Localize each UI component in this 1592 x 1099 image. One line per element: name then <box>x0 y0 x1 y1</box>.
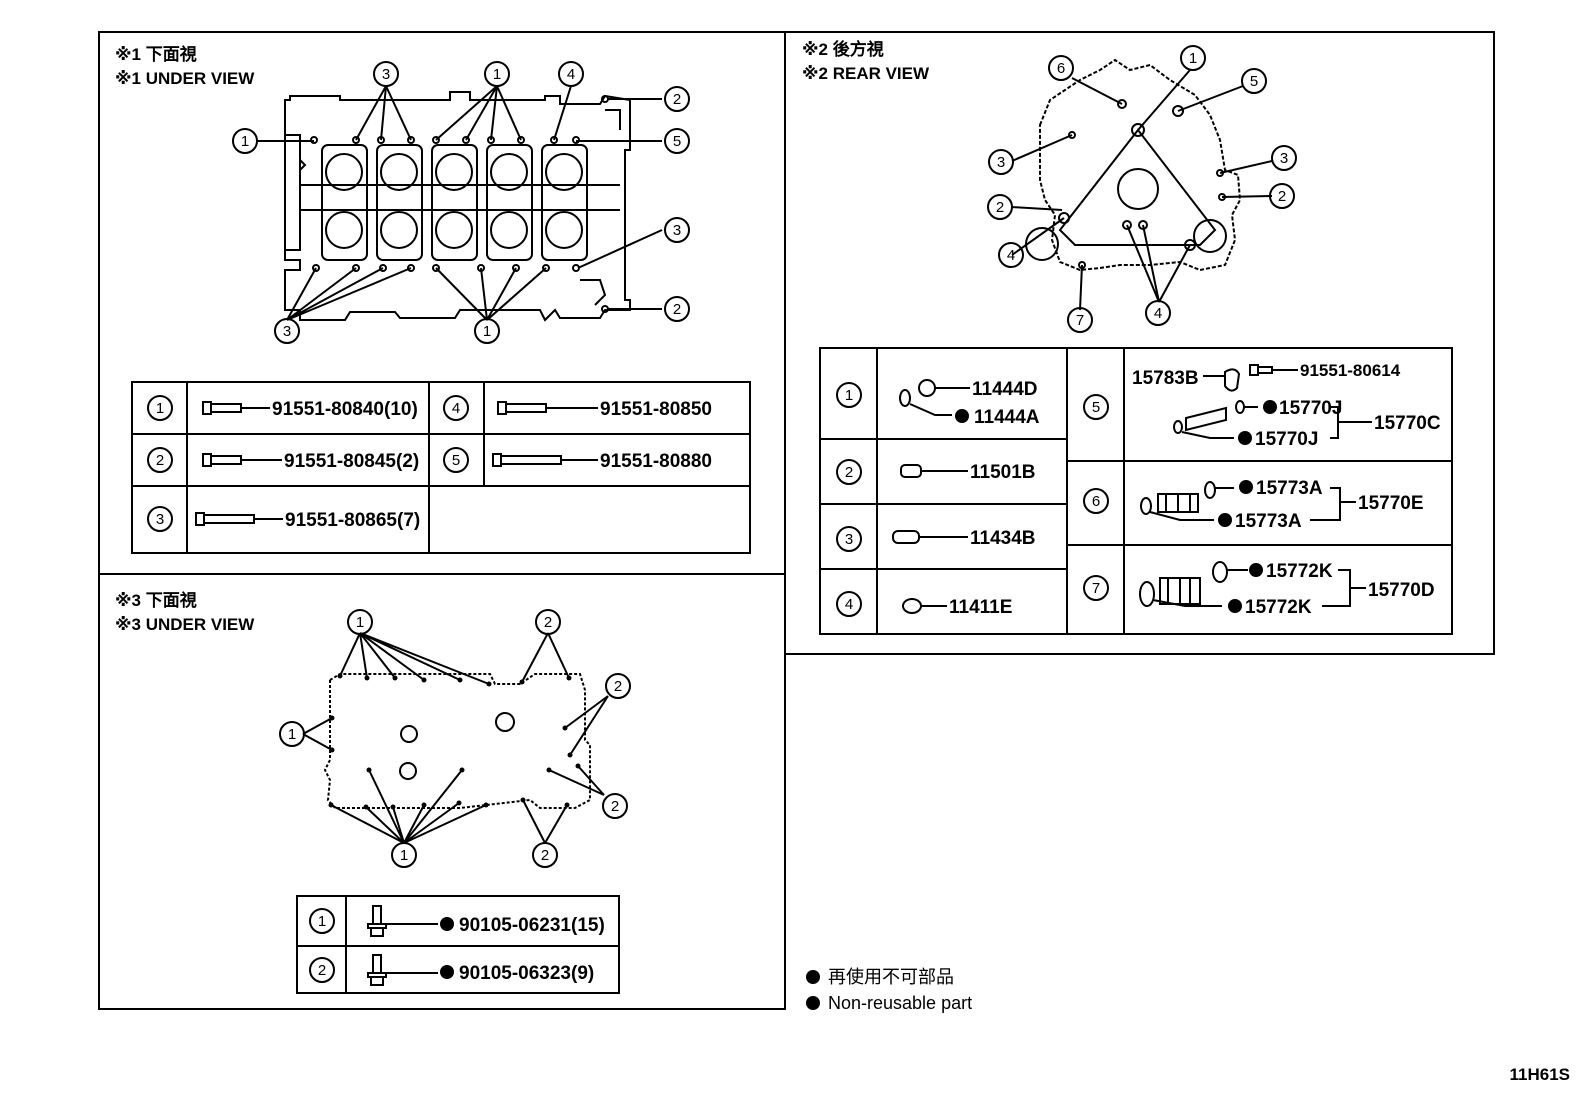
part-number: 15773A <box>1256 478 1323 499</box>
callout-view3-1: 1 <box>288 726 296 743</box>
part-number: 91551-80840(10) <box>272 399 418 420</box>
table-view1-num: 2 <box>156 452 164 469</box>
non-reusable-dot <box>806 970 820 984</box>
part-number: 11444D <box>972 379 1038 400</box>
part-number: 15783B <box>1132 368 1199 389</box>
part-number: 15770C <box>1374 413 1441 434</box>
table-view2-num: 5 <box>1092 399 1100 416</box>
callout-view3-2: 2 <box>611 798 619 815</box>
table-view3-num: 1 <box>318 913 326 930</box>
callout-view1-1: 1 <box>241 133 249 150</box>
part-number: 11434B <box>970 528 1036 549</box>
non-reusable-dot <box>1239 480 1253 494</box>
non-reusable-dot <box>1249 563 1263 577</box>
legend: 再使用不可部品 Non-reusable part <box>806 964 972 1016</box>
part-number: 15772K <box>1245 597 1312 618</box>
callout-view2-3: 3 <box>1280 150 1288 167</box>
callout-view2-7: 7 <box>1076 312 1084 329</box>
view3-title-en: ※3 UNDER VIEW <box>115 615 255 634</box>
callout-view1-4: 4 <box>567 66 575 83</box>
part-number: 91551-80614 <box>1300 361 1401 380</box>
callout-view2-3: 3 <box>997 154 1005 171</box>
part-number: 11501B <box>970 462 1036 483</box>
view3-title-ja: ※3 下面視 <box>115 591 197 610</box>
part-number: 15770E <box>1358 493 1424 514</box>
part-number: 90105-06323(9) <box>459 963 594 984</box>
callout-view1-3: 3 <box>283 323 291 340</box>
part-number: 91551-80865(7) <box>285 510 420 531</box>
callout-view3-1: 1 <box>400 847 408 864</box>
non-reusable-dot <box>955 409 969 423</box>
callout-view1-5: 5 <box>673 133 681 150</box>
table-view2-num: 1 <box>845 387 853 404</box>
callout-view1-1: 1 <box>493 66 501 83</box>
part-number: 15770D <box>1368 580 1435 601</box>
table-view1-num: 4 <box>452 400 460 417</box>
part-number: 15773A <box>1235 511 1302 532</box>
view2-title-ja: ※2 後方視 <box>802 40 884 59</box>
callout-view2-2: 2 <box>1278 188 1286 205</box>
table-view2-num: 7 <box>1092 580 1100 597</box>
table-view2-num: 2 <box>845 464 853 481</box>
callout-view1-1: 1 <box>483 323 491 340</box>
non-reusable-dot <box>806 996 820 1010</box>
part-number: 91551-80880 <box>600 451 712 472</box>
part-number: 15770J <box>1279 398 1342 419</box>
table-view1-num: 5 <box>452 452 460 469</box>
panel-under-view-3 <box>98 573 786 1010</box>
part-number: 15770J <box>1255 429 1318 450</box>
callout-view3-2: 2 <box>541 847 549 864</box>
legend-en: Non-reusable part <box>806 990 972 1016</box>
non-reusable-dot <box>1238 431 1252 445</box>
non-reusable-dot <box>1263 400 1277 414</box>
non-reusable-dot <box>440 917 454 931</box>
view1-title-ja: ※1 下面視 <box>115 45 197 64</box>
part-number: 91551-80845(2) <box>284 451 419 472</box>
table-view1-num: 3 <box>156 511 164 528</box>
callout-view1-2: 2 <box>673 301 681 318</box>
table-view3-num: 2 <box>318 962 326 979</box>
non-reusable-dot <box>440 965 454 979</box>
diagram-code: 11H61S <box>1509 1065 1571 1084</box>
part-number: 90105-06231(15) <box>459 915 605 936</box>
callout-view2-2: 2 <box>996 199 1004 216</box>
table-view2-num: 3 <box>845 531 853 548</box>
legend-ja-text: 再使用不可部品 <box>828 967 954 987</box>
view1-title-en: ※1 UNDER VIEW <box>115 69 255 88</box>
callout-view2-5: 5 <box>1250 73 1258 90</box>
callout-view3-2: 2 <box>544 614 552 631</box>
table-view1-num: 1 <box>156 400 164 417</box>
callout-view1-2: 2 <box>673 91 681 108</box>
callout-view2-4: 4 <box>1154 305 1162 322</box>
panel-rear-view-2 <box>784 31 1495 655</box>
part-number: 11444A <box>974 407 1040 428</box>
view2-title-en: ※2 REAR VIEW <box>802 64 930 83</box>
table-view2-num: 6 <box>1092 493 1100 510</box>
non-reusable-dot <box>1228 599 1242 613</box>
callout-view2-1: 1 <box>1189 50 1197 67</box>
part-number: 11411E <box>949 597 1012 618</box>
part-number: 91551-80850 <box>600 399 712 420</box>
callout-view2-6: 6 <box>1057 60 1065 77</box>
callout-view1-3: 3 <box>673 222 681 239</box>
legend-en-text: Non-reusable part <box>828 993 973 1013</box>
callout-view3-2: 2 <box>614 678 622 695</box>
legend-ja: 再使用不可部品 <box>806 964 972 990</box>
callout-view3-1: 1 <box>356 614 364 631</box>
non-reusable-dot <box>1218 513 1232 527</box>
part-number: 15772K <box>1266 561 1333 582</box>
callout-view1-3: 3 <box>382 66 390 83</box>
table-view2-num: 4 <box>845 596 853 613</box>
callout-view2-4: 4 <box>1007 247 1015 264</box>
